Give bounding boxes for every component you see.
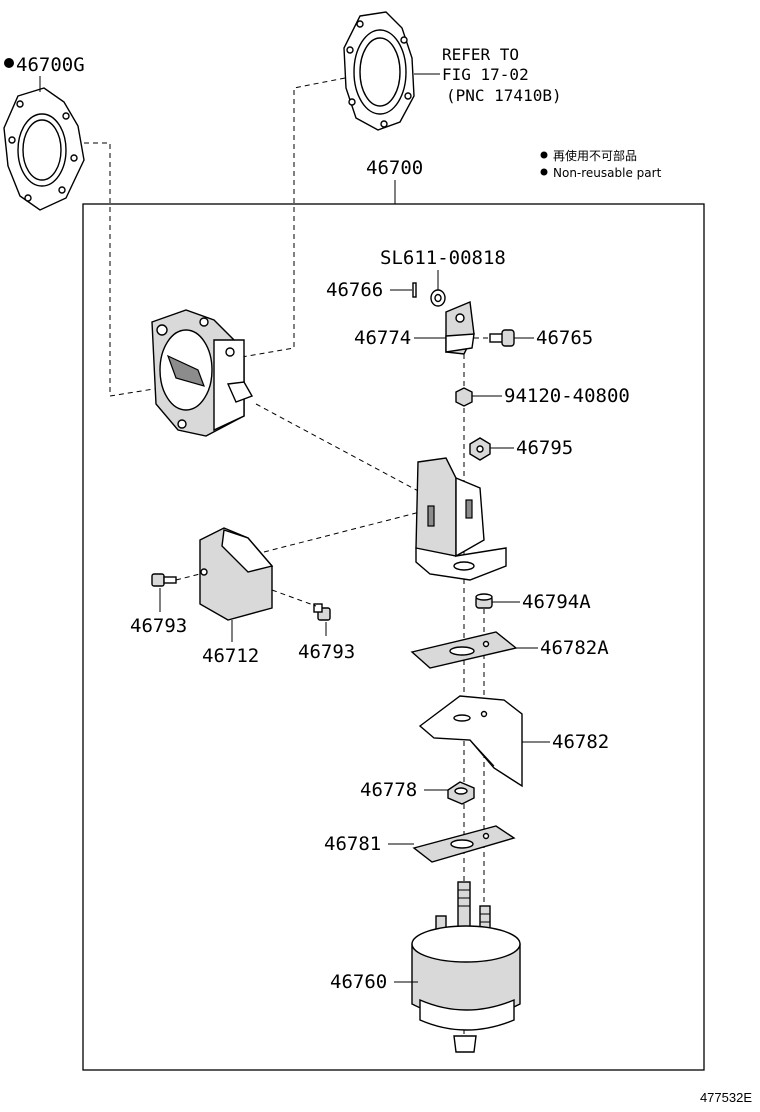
legend-row-japanese: 再使用不可部品 (553, 148, 637, 163)
nut-94120-40800 (455, 387, 473, 407)
part-label-46700g: 46700G (16, 54, 85, 76)
link-rod-end-46774 (445, 300, 475, 355)
gasket-46700g (3, 87, 85, 211)
throttle-body (151, 309, 254, 437)
nut-46795 (469, 437, 491, 461)
legend-row-english: Non-reusable part (553, 166, 662, 180)
part-label-46760: 46760 (330, 971, 387, 993)
legend: 再使用不可部品 Non-reusable part (540, 148, 662, 180)
actuator-bracket (415, 457, 507, 581)
refer-pnc-label: (PNC 17410B) (446, 86, 562, 105)
part-label-46782: 46782 (552, 731, 609, 753)
spacer-46794a (475, 593, 493, 609)
part-label-46781: 46781 (324, 833, 381, 855)
part-label-46793-left: 46793 (130, 615, 187, 637)
part-label-46774: 46774 (354, 327, 411, 349)
clip-pin (412, 282, 417, 298)
part-label-94120-40800: 94120-40800 (504, 385, 630, 407)
refer-to-label: REFER TO (442, 45, 519, 64)
part-label-46794a: 46794A (522, 591, 591, 613)
part-label-46795: 46795 (516, 437, 573, 459)
washer (430, 289, 446, 307)
gasket-46781 (412, 825, 516, 863)
non-reusable-bullet-icon (540, 168, 548, 176)
refer-figure-label: FIG 17-02 (442, 65, 529, 84)
part-label-sl611-00818: SL611-00818 (380, 247, 506, 269)
screw-46793-left (151, 573, 177, 587)
bolt-46765 (489, 329, 515, 347)
cover-46712 (199, 527, 274, 621)
actuator-46760 (411, 881, 521, 1053)
screw-46793-right (313, 603, 331, 621)
assembly-frame (82, 203, 705, 1071)
part-label-46700: 46700 (366, 157, 423, 179)
part-label-46782a: 46782A (540, 637, 609, 659)
non-reusable-marker-icon (4, 58, 14, 68)
part-label-46766: 46766 (326, 279, 383, 301)
diagram-code: 477532E (700, 1090, 752, 1105)
non-reusable-bullet-icon (540, 151, 548, 159)
gasket-reference (343, 11, 415, 131)
part-label-46778: 46778 (360, 779, 417, 801)
part-label-46712: 46712 (202, 645, 259, 667)
part-label-46793-right: 46793 (298, 641, 355, 663)
part-label-46765: 46765 (536, 327, 593, 349)
heat-shield-46782 (418, 695, 523, 788)
nut-46778 (447, 781, 475, 805)
